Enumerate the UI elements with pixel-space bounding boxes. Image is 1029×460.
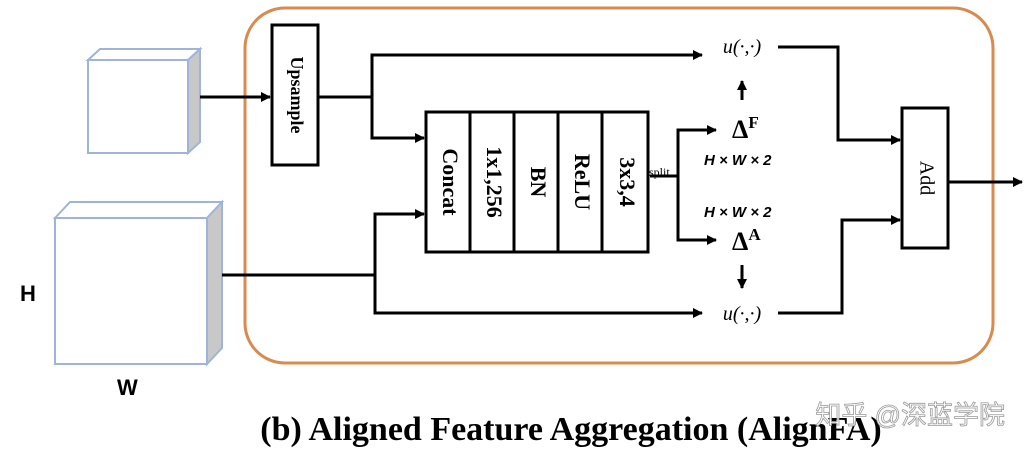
conv3x3-label: 3x3,4 <box>615 157 640 207</box>
diagram-caption: (b) Aligned Feature Aggregation (AlignFA… <box>260 411 881 448</box>
warp-top-to-add-arrow <box>778 45 901 145</box>
highres-to-warp-bottom-arrow <box>222 273 703 318</box>
conv1x1-label: 1x1,256 <box>482 146 507 218</box>
feature-w-label: W <box>117 375 138 400</box>
watermark: 知乎 @深蓝学院 <box>815 400 1005 430</box>
add-block <box>900 106 950 250</box>
split-to-delta-a-arrow <box>676 176 717 245</box>
bn-block <box>512 110 560 254</box>
delta-f-label: ΔF <box>732 113 759 144</box>
concat-label: Concat <box>438 148 463 216</box>
delta-a-symbol: Δ <box>732 227 748 256</box>
conv-stack: Concat 1x1,256 BN ReLU 3x3,4 <box>424 110 650 254</box>
concat-block <box>424 110 472 254</box>
upsample-to-warp-top-arrow <box>318 50 703 99</box>
delta-f-symbol: Δ <box>732 115 748 144</box>
relu-label: ReLU <box>570 154 595 210</box>
feature-h-label: H <box>20 281 36 306</box>
delta-a-superscript: A <box>748 225 761 244</box>
delta-f-superscript: F <box>748 113 758 132</box>
relu-block <box>556 110 604 254</box>
warp-top-label: u(·,·) <box>723 36 762 58</box>
add-label: Add <box>915 161 937 195</box>
warp-bottom-to-add-arrow <box>778 215 901 315</box>
highres-to-concat-arrow <box>373 209 425 275</box>
conv1x1-block <box>468 110 516 254</box>
split-label: split <box>649 165 670 179</box>
upsample-block <box>270 23 320 167</box>
module-panel <box>243 6 995 365</box>
upsample-label: Upsample <box>287 56 307 133</box>
split-to-delta-f-arrow <box>650 125 717 178</box>
delta-a-label: ΔA <box>732 225 761 256</box>
high-res-feature-cube <box>52 199 225 367</box>
conv3x3-block <box>600 110 650 254</box>
upsample-to-concat-arrow <box>370 97 425 143</box>
bn-label: BN <box>526 167 551 198</box>
low-res-feature-cube <box>85 46 203 156</box>
dims-bottom-label: H × W × 2 <box>704 204 772 221</box>
warp-bottom-label: u(·,·) <box>723 303 762 325</box>
dims-top-label: H × W × 2 <box>704 152 772 169</box>
